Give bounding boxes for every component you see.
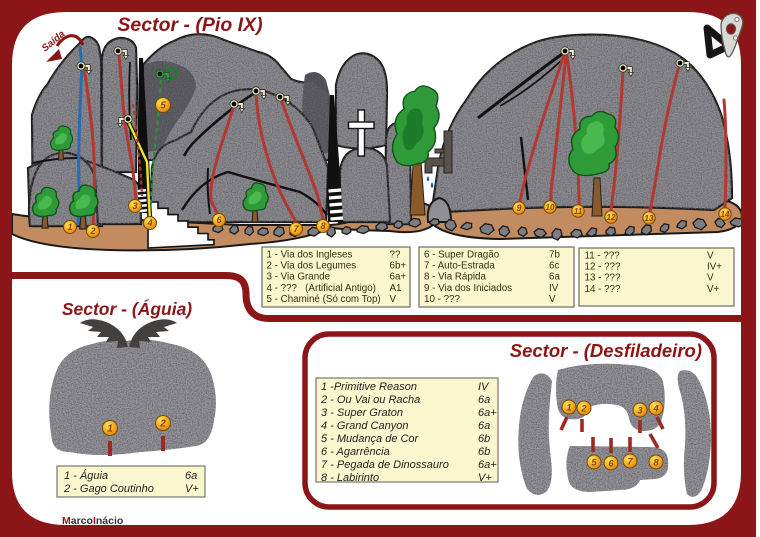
svg-text:A1: A1 bbox=[390, 283, 402, 294]
svg-text:1 -Primitive Reason: 1 -Primitive Reason bbox=[321, 381, 417, 393]
svg-text:9: 9 bbox=[516, 203, 521, 213]
svg-text:5 - Chaminé (Só com Top): 5 - Chaminé (Só com Top) bbox=[267, 294, 381, 305]
svg-text:IV+: IV+ bbox=[707, 262, 722, 273]
svg-text:14: 14 bbox=[721, 210, 730, 219]
svg-text:MarcoInácio: MarcoInácio bbox=[62, 515, 123, 527]
svg-text:3 - Via Grande: 3 - Via Grande bbox=[267, 272, 331, 283]
svg-text:2: 2 bbox=[89, 226, 95, 236]
svg-text:2: 2 bbox=[580, 403, 587, 414]
svg-text:3: 3 bbox=[132, 201, 137, 211]
svg-text:1: 1 bbox=[67, 222, 72, 232]
svg-text:V: V bbox=[707, 251, 714, 262]
svg-text:6: 6 bbox=[216, 215, 222, 225]
svg-text:1 - Águia: 1 - Águia bbox=[64, 469, 108, 482]
svg-text:6 - Agarrência: 6 - Agarrência bbox=[321, 446, 390, 458]
svg-text:Sector - (Desfiladeiro): Sector - (Desfiladeiro) bbox=[510, 340, 702, 361]
svg-text:3 - Super Graton: 3 - Super Graton bbox=[321, 407, 403, 419]
svg-text:13 - ???: 13 - ??? bbox=[585, 273, 622, 284]
svg-text:6b: 6b bbox=[478, 433, 490, 445]
svg-text:2 - Ou Vai ou Racha: 2 - Ou Vai ou Racha bbox=[320, 394, 420, 406]
svg-text:2 - Gago Coutinho: 2 - Gago Coutinho bbox=[63, 483, 154, 495]
svg-text:11: 11 bbox=[574, 207, 583, 216]
svg-text:6a+: 6a+ bbox=[478, 459, 497, 471]
svg-text:6: 6 bbox=[608, 458, 614, 469]
svg-text:7: 7 bbox=[627, 456, 633, 467]
svg-text:6a: 6a bbox=[185, 470, 197, 482]
svg-text:4 - ??? (Artificial Antigo): 4 - ??? (Artificial Antigo) bbox=[267, 283, 376, 294]
svg-text:4: 4 bbox=[146, 218, 152, 228]
svg-text:8: 8 bbox=[653, 457, 659, 468]
svg-text:1 - Via dos Ingleses: 1 - Via dos Ingleses bbox=[267, 250, 353, 261]
svg-text:8 - Labirinto: 8 - Labirinto bbox=[321, 472, 379, 484]
svg-text:14 - ???: 14 - ??? bbox=[585, 284, 622, 295]
svg-text:6 - Super Dragão: 6 - Super Dragão bbox=[424, 250, 500, 261]
svg-text:2: 2 bbox=[159, 419, 166, 430]
svg-text:4: 4 bbox=[652, 403, 659, 414]
svg-text:7 - Auto-Estrada: 7 - Auto-Estrada bbox=[424, 261, 495, 272]
svg-text:6b+: 6b+ bbox=[390, 261, 407, 272]
svg-text:5 - Mudança de Cor: 5 - Mudança de Cor bbox=[321, 433, 420, 445]
svg-text:6c: 6c bbox=[549, 261, 559, 272]
svg-text:7 - Pegada de Dinossauro: 7 - Pegada de Dinossauro bbox=[321, 459, 449, 471]
svg-text:13: 13 bbox=[645, 214, 654, 223]
svg-text:6b: 6b bbox=[478, 446, 490, 458]
svg-text:7: 7 bbox=[293, 224, 299, 234]
svg-text:6a: 6a bbox=[549, 272, 560, 283]
svg-text:6a+: 6a+ bbox=[390, 272, 407, 283]
svg-text:Sector - (Pio IX): Sector - (Pio IX) bbox=[117, 14, 262, 36]
svg-text:5: 5 bbox=[160, 101, 166, 112]
svg-text:V: V bbox=[707, 273, 714, 284]
svg-text:7b: 7b bbox=[549, 250, 560, 261]
svg-text:5: 5 bbox=[591, 457, 597, 468]
svg-text:V+: V+ bbox=[185, 483, 199, 495]
svg-text:6a: 6a bbox=[478, 394, 490, 406]
svg-text:11 - ???: 11 - ??? bbox=[585, 251, 621, 262]
svg-text:4 - Grand Canyon: 4 - Grand Canyon bbox=[321, 420, 408, 432]
svg-text:10: 10 bbox=[546, 203, 555, 212]
svg-text:8: 8 bbox=[320, 221, 325, 231]
svg-text:6a+: 6a+ bbox=[478, 407, 497, 419]
svg-text:12: 12 bbox=[607, 213, 616, 222]
svg-text:3: 3 bbox=[637, 405, 643, 416]
svg-text:IV: IV bbox=[549, 283, 559, 294]
svg-text:??: ?? bbox=[390, 250, 401, 261]
svg-text:Sector - (Águia): Sector - (Águia) bbox=[62, 298, 192, 319]
svg-text:1: 1 bbox=[107, 424, 113, 435]
svg-text:2 - Via dos Legumes: 2 - Via dos Legumes bbox=[267, 261, 357, 272]
svg-text:10 - ???: 10 - ??? bbox=[424, 294, 461, 305]
svg-text:IV: IV bbox=[478, 381, 490, 393]
svg-text:V+: V+ bbox=[478, 472, 492, 484]
svg-text:12 - ???: 12 - ??? bbox=[585, 262, 622, 273]
svg-text:V: V bbox=[390, 294, 397, 305]
svg-text:V: V bbox=[549, 294, 556, 305]
svg-text:1: 1 bbox=[566, 402, 571, 413]
svg-text:8 - Via Rápida: 8 - Via Rápida bbox=[424, 272, 486, 283]
svg-text:6a: 6a bbox=[478, 420, 490, 432]
svg-text:V+: V+ bbox=[707, 284, 720, 295]
svg-text:9 - Via dos Iniciados: 9 - Via dos Iniciados bbox=[424, 283, 512, 294]
